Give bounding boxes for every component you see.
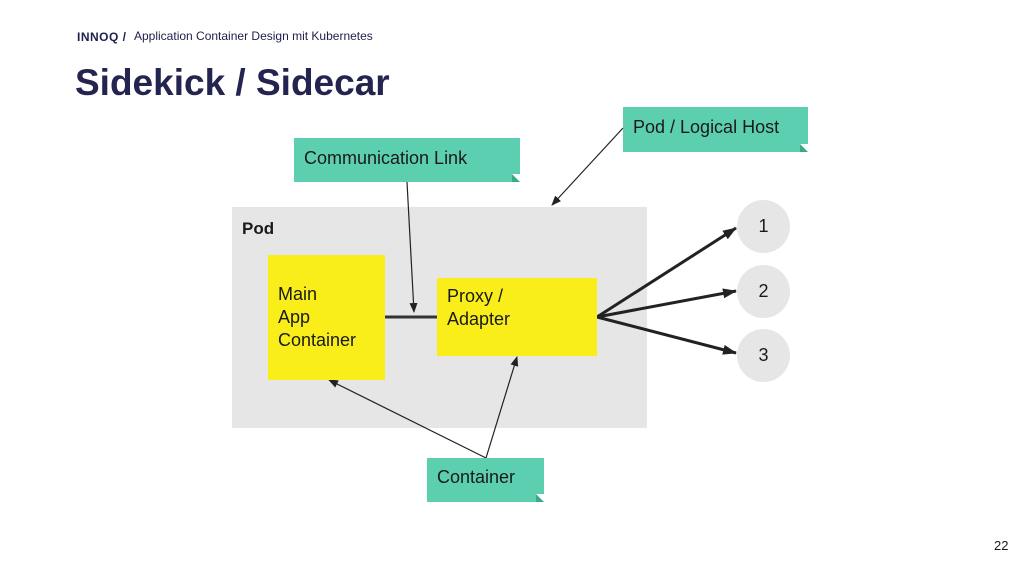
proxy-adapter-container: Proxy / Adapter [437, 278, 597, 356]
main-app-line-2: App [278, 307, 311, 327]
target-arrow-1 [596, 226, 737, 319]
proxy-line-1: Proxy / [447, 286, 504, 306]
target-node-3: 3 [737, 329, 790, 382]
container-to-main-arrow [328, 379, 487, 459]
slide-title: Sidekick / Sidecar [75, 62, 390, 103]
main-app-line-1: Main [278, 284, 318, 304]
container-to-proxy-arrow [485, 356, 519, 459]
container-note: Container [427, 458, 544, 502]
communication-link-note: Communication Link [294, 138, 520, 182]
target-arrow-3 [596, 315, 737, 355]
presentation-subtitle: Application Container Design mit Kuberne… [134, 29, 373, 43]
target-node-2: 2 [737, 265, 790, 318]
target-node-1: 1 [737, 200, 790, 253]
container-note-label: Container [437, 467, 516, 487]
page-number: 22 [994, 538, 1009, 553]
pod-host-arrow [551, 127, 624, 206]
comm-link-arrow [406, 181, 418, 313]
target-arrow-2 [596, 288, 737, 319]
pod-logical-host-label: Pod / Logical Host [633, 117, 780, 137]
pod-logical-host-note: Pod / Logical Host [623, 107, 808, 152]
main-app-line-3: Container [278, 330, 357, 350]
proxy-line-2: Adapter [447, 309, 511, 329]
communication-link-label: Communication Link [304, 148, 468, 168]
pod-label: Pod [242, 219, 275, 238]
main-app-container: Main App Container [268, 255, 385, 380]
brand-logo: INNOQ / [77, 30, 127, 44]
